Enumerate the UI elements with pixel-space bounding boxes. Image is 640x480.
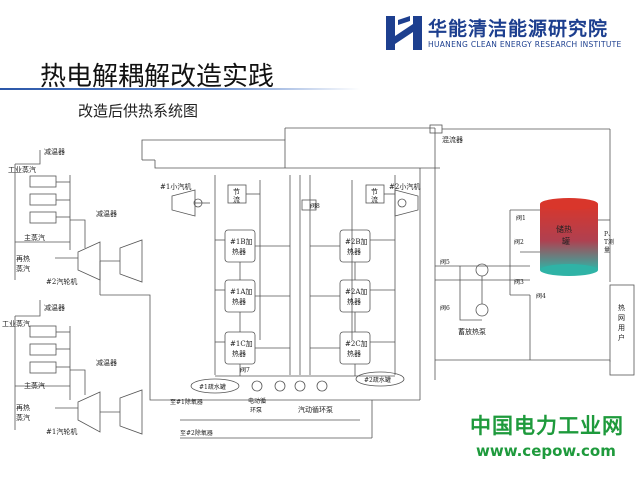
heater-1c-label-1: #1C加	[230, 339, 253, 348]
valve4-label: 阀4	[536, 292, 546, 300]
drain1-label: #1疏水罐	[199, 383, 226, 391]
valve6-label: 阀6	[440, 304, 450, 312]
heater-2b-label-2: 热器	[347, 247, 361, 256]
heat-users-label-4: 户	[618, 333, 625, 342]
desuperheater-label-a2: 减温器	[96, 209, 117, 218]
valve8-label: 阀8	[310, 202, 320, 210]
heat-users-label-3: 用	[618, 324, 625, 332]
industrial-steam-label-b: 工业蒸汽	[2, 319, 30, 328]
mixer-label: 混流器	[442, 135, 463, 144]
throttle-left-1: 节	[233, 188, 240, 196]
storage-label-2: 罐	[562, 236, 570, 246]
valve5-label: 阀5	[440, 258, 450, 266]
heater-2a-label-2: 热器	[347, 297, 361, 306]
to-deaerator2-label: 至#2除氧器	[180, 429, 213, 437]
org-name-cn: 华能清洁能源研究院	[428, 18, 609, 40]
heater-1b-label-2: 热器	[232, 247, 246, 256]
desuperheater-label-b1: 减温器	[44, 303, 65, 312]
main-steam-label-a: 主蒸汽	[24, 233, 45, 242]
heat-users-label-1: 热	[618, 303, 625, 312]
reheat-label-b1: 再热	[16, 403, 30, 412]
small-turbine1-label: #1小汽机	[160, 182, 191, 191]
release-pump-label: 蓄放热泵	[458, 327, 486, 336]
heater-1b-label-1: #1B加	[230, 237, 252, 246]
valve2-label: 阀2	[514, 238, 524, 246]
watermark-site-name: 中国电力工业网	[470, 414, 624, 438]
slide-title: 热电解耦解改造实践	[40, 62, 275, 92]
small-turbine2-label: #2小汽机	[389, 182, 420, 191]
heat-users-label-2: 网	[618, 314, 625, 322]
desuperheater-label-b2: 减温器	[96, 358, 117, 367]
reheat-label-a1: 再热	[16, 254, 30, 263]
heater-2c-label-1: #2C加	[345, 339, 368, 348]
heater-1a-label-1: #1A加	[230, 287, 252, 296]
to-deaerator1-label: 至#1除氧器	[170, 398, 203, 406]
pt-label-3: 量	[604, 247, 610, 254]
valve7-label: 阀7	[240, 366, 250, 374]
throttle-left-2: 流	[233, 195, 240, 204]
valve3-label: 阀3	[514, 278, 524, 286]
storage-tank	[540, 198, 598, 276]
main-steam-label-b: 主蒸汽	[24, 381, 45, 390]
throttle-right-2: 流	[371, 195, 378, 204]
storage-label-1: 储热	[556, 224, 572, 234]
elec-pump-label-2: 环泵	[250, 407, 262, 414]
throttle-right-1: 节	[371, 188, 378, 196]
industrial-steam-label-a: 工业蒸汽	[8, 165, 36, 174]
unit1-label: #1汽轮机	[46, 427, 77, 436]
heater-2c-label-2: 热器	[347, 349, 361, 358]
valve1-label: 阀1	[516, 214, 526, 222]
watermark-url: www.cepow.com	[476, 442, 616, 460]
heater-2a-label-1: #2A加	[345, 287, 367, 296]
huaneng-logo	[386, 16, 422, 50]
heater-2b-label-1: #2B加	[345, 237, 367, 246]
reheat-label-b2: 蒸汽	[16, 413, 30, 422]
steam-pump-label: 汽动循环泵	[298, 405, 333, 414]
unit2-label: #2汽轮机	[46, 277, 77, 286]
desuperheater-label-a1: 减温器	[44, 147, 65, 156]
heater-1a-label-2: 热器	[232, 297, 246, 306]
reheat-label-a2: 蒸汽	[16, 264, 30, 273]
heater-1c-label-2: 热器	[232, 349, 246, 358]
drain2-label: #2疏水罐	[364, 376, 391, 384]
title-underline	[0, 88, 360, 90]
pt-label-2: T测	[604, 238, 614, 246]
org-name-en: HUANENG CLEAN ENERGY RESEARCH INSTITUTE	[428, 40, 622, 49]
elec-pump-label-1: 电动循	[248, 397, 266, 405]
slide-subtitle: 改造后供热系统图	[78, 102, 199, 120]
pt-label-1: P、	[604, 231, 614, 238]
heating-system-diagram: 减温器 工业蒸汽 减温器 主蒸汽 再热 蒸汽 #2汽轮机 减温器 工业蒸汽 减温…	[2, 124, 635, 439]
